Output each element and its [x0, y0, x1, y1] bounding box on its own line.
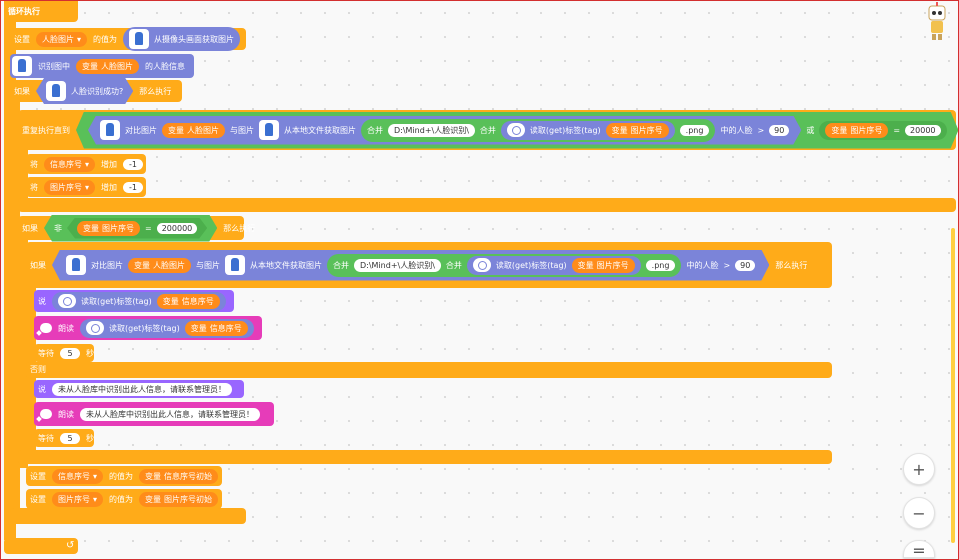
repeat-bottom [18, 198, 956, 212]
face-icon [12, 56, 32, 76]
zoom-out-button[interactable]: − [903, 497, 935, 529]
add-label: 增加 [101, 159, 118, 169]
set-label: 设置 [30, 494, 46, 504]
cloud-icon [58, 294, 76, 308]
say-label: 说 [38, 296, 46, 306]
face-var-reporter: 变量人脸图片 [162, 123, 225, 138]
join-reporter[interactable]: 合并 D:\Mind+\人脸识别\ 合并 读取(get)标签(tag)变量图片序… [327, 254, 681, 277]
face-var-dropdown[interactable]: 人脸图片▾ [36, 31, 88, 47]
img-var-dropdown[interactable]: 图片序号▾ [44, 179, 96, 195]
say-text-input[interactable]: 未从人脸库中识别出此人信息，请联系管理员！ [52, 382, 232, 396]
then-label: 那么执行 [775, 260, 808, 270]
tag-reporter[interactable]: 读取(get)标签(tag)变量图片序号 [501, 121, 675, 140]
wait-label: 等待 [38, 348, 54, 358]
wait-input[interactable]: 5 [60, 347, 80, 359]
add-label: 增加 [101, 182, 118, 192]
compare-condition[interactable]: 对比图片 变量人脸图片 与图片 从本地文件获取图片 合并 D:\Mind+\人脸… [88, 116, 801, 145]
change-value-input[interactable]: -1 [123, 158, 144, 170]
or-condition[interactable]: 对比图片 变量人脸图片 与图片 从本地文件获取图片 合并 D:\Mind+\人脸… [76, 112, 959, 149]
value-label: 的值为 [109, 471, 134, 481]
ext-input[interactable]: .png [680, 125, 710, 136]
loop-arrow-icon: ↺ [66, 540, 75, 551]
equals-condition: 变量图片序号=200000 [67, 218, 207, 239]
img-var-dropdown[interactable]: 图片序号▾ [52, 491, 104, 507]
cloud-icon [86, 321, 104, 335]
change-value-input[interactable]: -1 [123, 181, 144, 193]
change-label: 将 [30, 159, 38, 169]
set-label: 设置 [30, 471, 46, 481]
then-label: 那么执行 [139, 86, 172, 96]
path-input[interactable]: D:\Mind+\人脸识别\ [354, 259, 441, 272]
face-icon [259, 120, 279, 140]
face-var-reporter[interactable]: 变量人脸图片 [76, 58, 139, 74]
say-label: 说 [38, 384, 46, 394]
wait-input[interactable]: 5 [60, 432, 80, 444]
set-label: 设置 [14, 34, 30, 44]
if-label: 如果 [22, 223, 38, 233]
threshold-input[interactable]: 90 [735, 260, 755, 271]
info-var-dropdown[interactable]: 信息序号▾ [44, 156, 96, 172]
if-not-bottom [18, 450, 832, 464]
seconds-label: 秒 [86, 433, 94, 443]
if-not-arm [18, 238, 28, 468]
forever-loop-label: 循环执行 [8, 7, 40, 16]
info-init-reporter[interactable]: 变量信息序号初始 [139, 468, 219, 484]
face-icon [129, 29, 150, 49]
face-icon [225, 255, 245, 275]
zoom-in-button[interactable]: + [903, 453, 935, 485]
seconds-label: 秒 [86, 348, 94, 358]
speech-icon [40, 323, 52, 333]
value-label: 的值为 [109, 494, 134, 504]
path-input[interactable]: D:\Mind+\人脸识别\ [388, 124, 475, 137]
repeat-arm [18, 148, 28, 208]
wait-label: 等待 [38, 433, 54, 443]
else-label: 否则 [30, 365, 46, 374]
info-var-dropdown[interactable]: 信息序号▾ [52, 468, 104, 484]
ext-input[interactable]: .png [646, 260, 676, 271]
cloud-icon [507, 123, 525, 137]
recognize-suffix: 的人脸信息 [145, 61, 185, 71]
camera-reporter[interactable]: 从摄像头画面获取图片 [123, 27, 241, 51]
read-label: 朗读 [58, 323, 74, 333]
if-label: 如果 [14, 86, 30, 96]
img-init-reporter[interactable]: 变量图片序号初始 [139, 491, 219, 507]
loop-bottom [4, 538, 78, 554]
if-label: 如果 [30, 260, 46, 270]
if-face-arm [10, 100, 20, 512]
mascot-icon[interactable] [926, 2, 948, 44]
vertical-scrollbar[interactable] [951, 228, 955, 543]
threshold-input[interactable]: 90 [769, 125, 789, 136]
else-bar [26, 362, 832, 378]
value-label: 的值为 [93, 34, 118, 44]
cloud-icon [473, 258, 491, 272]
face-icon [100, 120, 120, 140]
read-text-input[interactable]: 未从人脸库中识别出此人信息，请联系管理员！ [80, 407, 260, 421]
join-reporter[interactable]: 合并 D:\Mind+\人脸识别\ 合并 读取(get)标签(tag)变量图片序… [361, 119, 715, 142]
forever-loop-block[interactable] [4, 0, 78, 22]
repeat-until-label: 重复执行直到 [22, 125, 70, 135]
not-condition[interactable]: 非 变量图片序号=200000 [44, 215, 217, 242]
then-label: 那么执行 [223, 223, 256, 233]
speech-icon [40, 409, 52, 419]
face-icon [66, 255, 86, 275]
change-label: 将 [30, 182, 38, 192]
recognize-prefix: 识别图中 [38, 61, 70, 71]
compare-condition[interactable]: 对比图片 变量人脸图片 与图片 从本地文件获取图片 合并 D:\Mind+\人脸… [52, 250, 769, 281]
face-success-condition[interactable]: 人脸识别成功? [36, 78, 133, 104]
if-face-bottom [10, 508, 246, 524]
read-label: 朗读 [58, 409, 74, 419]
face-icon [46, 81, 66, 101]
zoom-reset-button[interactable]: = [903, 540, 935, 560]
equals-reporter[interactable]: 变量图片序号=20000 [819, 121, 946, 140]
